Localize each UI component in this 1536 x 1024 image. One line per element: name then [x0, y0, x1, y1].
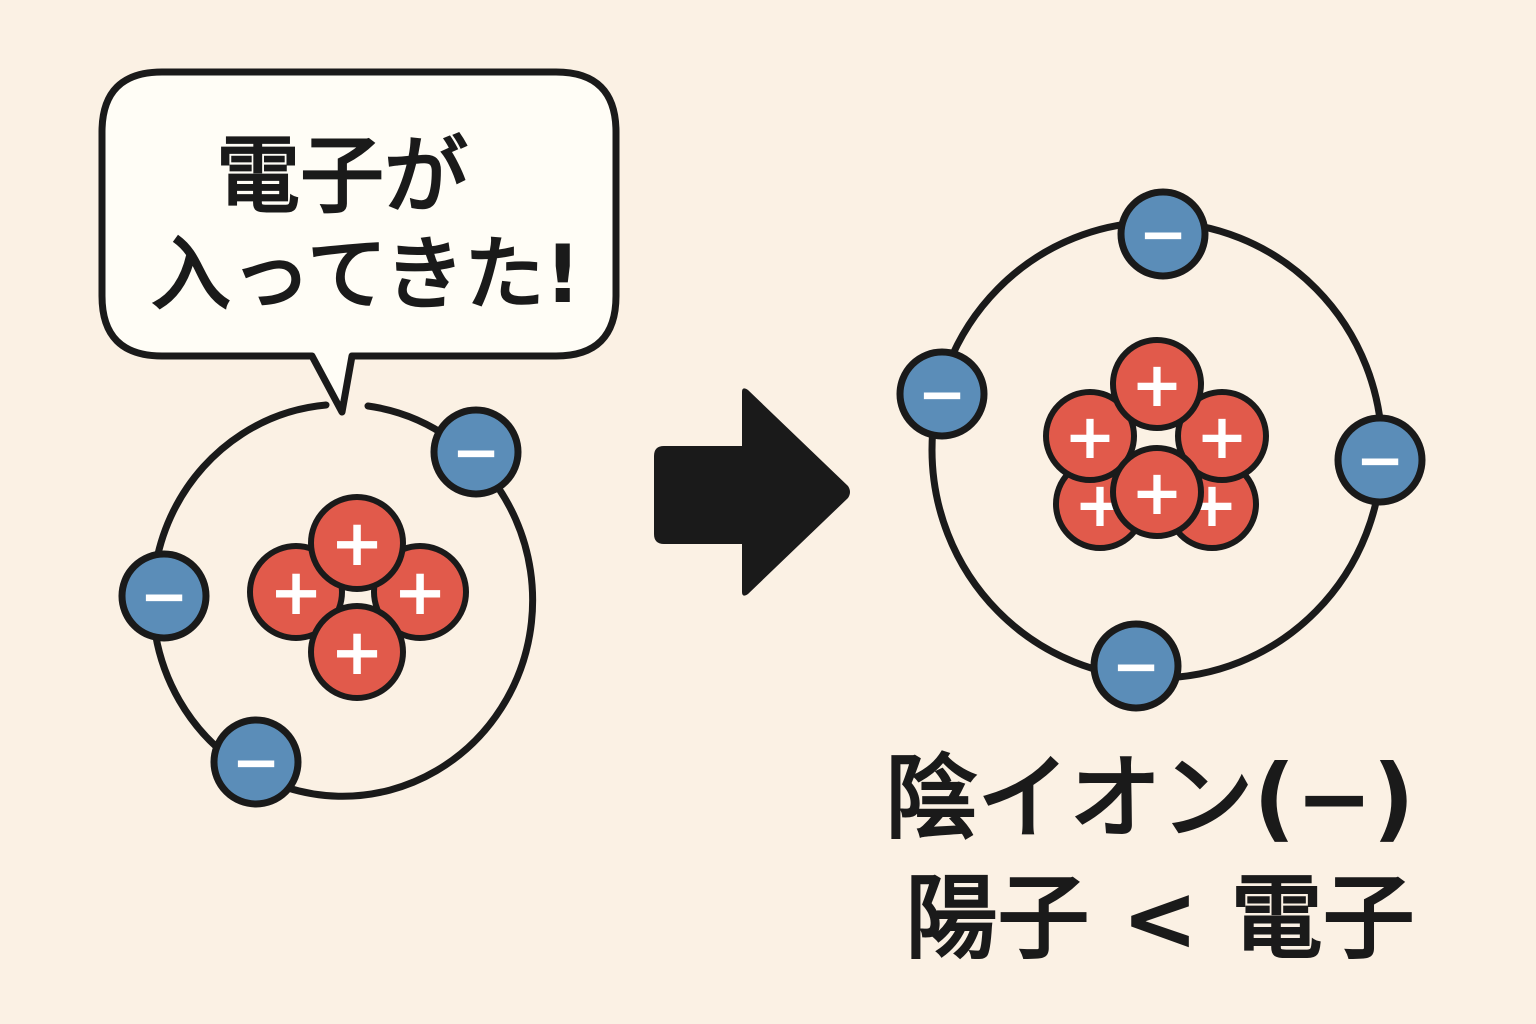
minus-sign: −: [140, 562, 189, 630]
electron: −: [118, 550, 210, 642]
orbit-before: [149, 401, 537, 800]
minus-sign: −: [452, 418, 501, 486]
arrow-right-icon: [654, 388, 850, 596]
plus-sign: +: [269, 556, 323, 630]
plus-sign: +: [1131, 348, 1183, 421]
atom-before: + + + + − − −: [118, 401, 537, 808]
plus-sign: +: [1131, 456, 1183, 529]
plus-sign: +: [330, 507, 384, 581]
proton: +: [1110, 337, 1204, 431]
atom-after: + + + + + +: [896, 188, 1426, 712]
electron: −: [1334, 414, 1426, 506]
minus-sign: −: [1112, 632, 1161, 700]
nucleus-before: + + + +: [247, 494, 469, 701]
electron: −: [1090, 620, 1182, 712]
plus-sign: +: [1064, 400, 1116, 473]
electron: −: [210, 716, 302, 808]
speech-bubble: 電子が 入ってきた!: [98, 68, 620, 416]
ion-label-line2: 陽子 < 電子: [905, 865, 1414, 972]
proton: +: [1043, 389, 1137, 483]
proton: +: [308, 494, 406, 592]
minus-sign: −: [1356, 426, 1405, 494]
minus-sign: −: [1139, 200, 1188, 268]
plus-sign: +: [330, 616, 384, 690]
proton: +: [308, 603, 406, 701]
minus-sign: −: [232, 728, 281, 796]
ion-label: 陰イオン(−) 陽子 < 電子: [885, 745, 1414, 972]
speech-bubble-line2: 入ってきた!: [151, 228, 581, 321]
minus-sign: −: [918, 360, 967, 428]
proton: +: [1175, 389, 1269, 483]
plus-sign: +: [1196, 400, 1248, 473]
electron: −: [430, 406, 522, 498]
proton: +: [1110, 445, 1204, 539]
electron: −: [1117, 188, 1209, 280]
ion-label-line1: 陰イオン(−): [885, 745, 1414, 852]
plus-sign: +: [393, 556, 447, 630]
nucleus-after: + + + + + +: [1043, 337, 1269, 551]
electron: −: [896, 348, 988, 440]
speech-bubble-line1: 電子が: [216, 127, 468, 225]
speech-bubble-shape: [98, 68, 620, 416]
